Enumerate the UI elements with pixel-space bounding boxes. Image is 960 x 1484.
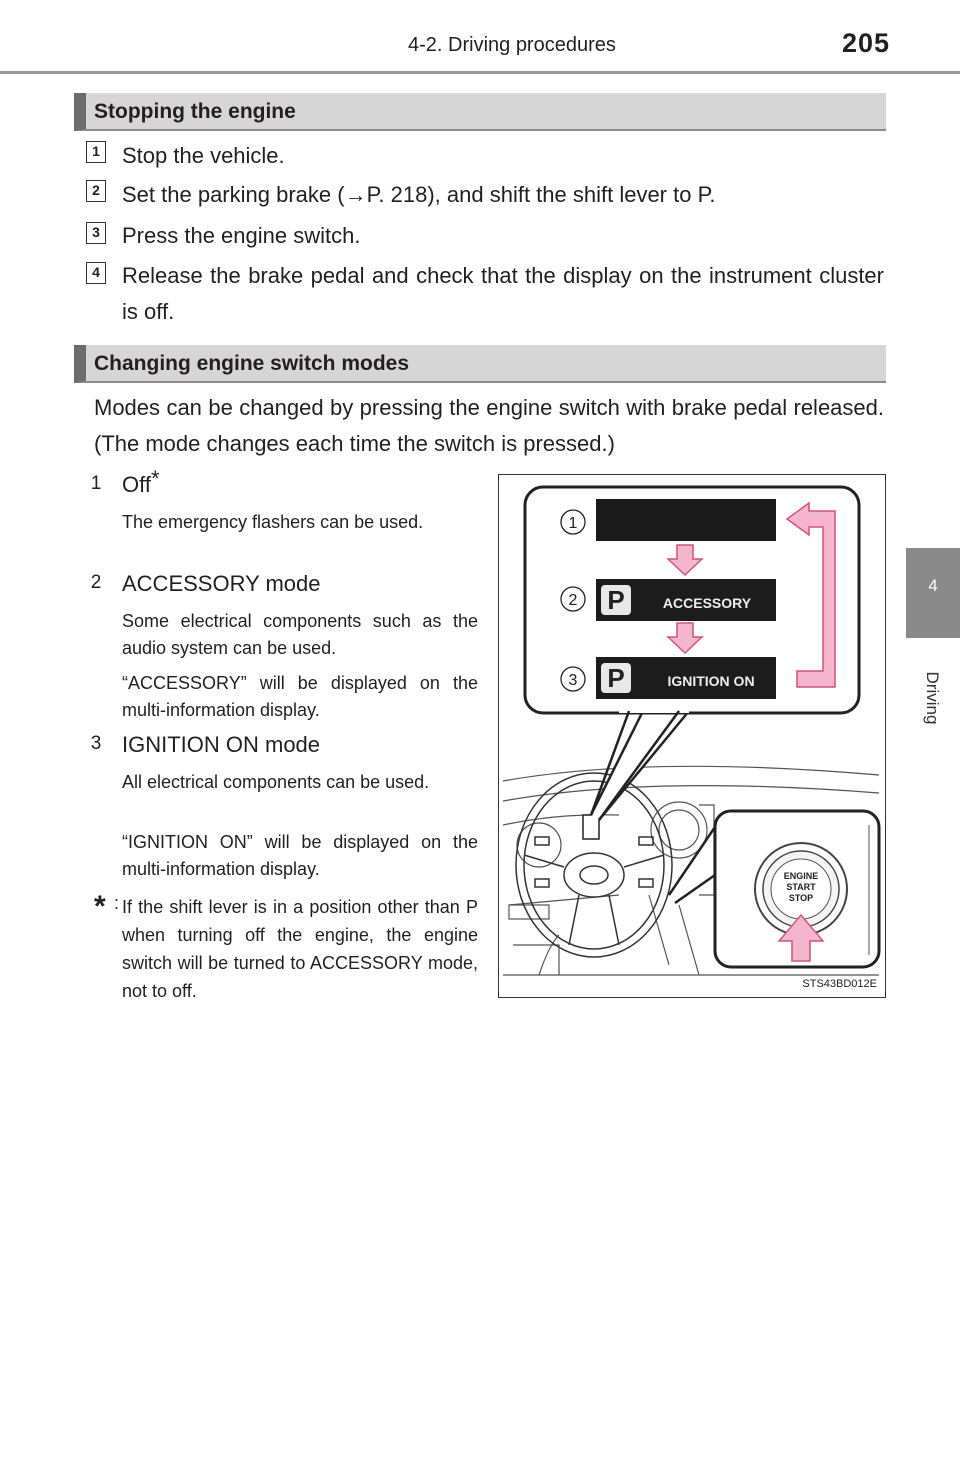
steering-wheel-illustration <box>515 772 673 958</box>
display-accessory: P ACCESSORY <box>596 579 776 621</box>
mode-desc-off: The emergency flashers can be used. <box>122 512 424 532</box>
step-text-4: Release the brake pedal and check that t… <box>122 263 884 324</box>
footnote-marker: * <box>150 466 160 491</box>
section-title: Stopping the engine <box>94 100 296 123</box>
step-text-2: Set the parking brake (→P. 218), and shi… <box>122 182 716 207</box>
mode-number-3: 3 <box>90 733 102 754</box>
figure-label-3-text: 3 <box>569 672 578 689</box>
chapter-number: 4 <box>928 576 938 595</box>
mode-title-accessory: ACCESSORY mode <box>122 571 321 596</box>
mode-title-ignition: IGNITION ON mode <box>122 732 321 757</box>
step-number-3: 3 <box>86 222 106 244</box>
cycle-return-arrow-icon <box>785 501 836 688</box>
step-text-1: Stop the vehicle. <box>122 143 285 168</box>
header-divider <box>0 71 960 74</box>
svg-text:START: START <box>786 882 816 892</box>
step-number-4: 4 <box>86 262 106 284</box>
chapter-tab <box>906 548 960 638</box>
press-arrow-icon <box>777 913 825 962</box>
step-text-3: Press the engine switch. <box>122 223 361 248</box>
page-number: 205 <box>842 28 891 58</box>
modes-intro: Modes can be changed by pressing the eng… <box>94 395 884 456</box>
svg-text:STOP: STOP <box>789 893 813 903</box>
svg-text:ENGINE: ENGINE <box>784 871 819 881</box>
mode-desc-accessory-1: Some electrical components such as the a… <box>122 611 478 658</box>
section-heading-stopping: Stopping the engine <box>74 93 886 131</box>
figure-label-1 <box>560 509 586 535</box>
mode-desc-ignition-2: “IGNITION ON” will be displayed on the m… <box>122 832 478 879</box>
svg-text:P: P <box>607 663 624 693</box>
chapter-label-container: Driving <box>912 650 952 750</box>
figure-illustration: P ACCESSORY P IGNITION ON 1 2 3 <box>502 485 881 990</box>
mode-desc-accessory-2: “ACCESSORY” will be displayed on the mul… <box>122 673 478 720</box>
figure-label-3 <box>560 666 586 692</box>
svg-text:P: P <box>607 585 624 615</box>
step-number-1: 1 <box>86 141 106 163</box>
display-ignition-on: P IGNITION ON <box>596 657 776 699</box>
cluster-display-marker <box>582 814 600 840</box>
engine-switch-figure: P ACCESSORY P IGNITION ON 1 2 3 <box>498 474 886 998</box>
section-title: Changing engine switch modes <box>94 352 410 375</box>
figure-label-2-text: 2 <box>569 592 578 609</box>
mode-desc-ignition-1: All electrical components can be used. <box>122 772 430 792</box>
svg-text:IGNITION ON: IGNITION ON <box>667 673 754 689</box>
footnote-star: * <box>94 890 106 923</box>
figure-label-2 <box>560 586 586 612</box>
step-number-2: 2 <box>86 180 106 202</box>
chapter-label: Driving <box>923 671 942 725</box>
svg-text:ACCESSORY: ACCESSORY <box>663 595 752 611</box>
down-arrow-icon <box>666 544 704 655</box>
header-section-title: 4-2. Driving procedures <box>408 34 616 56</box>
figure-code: STS43BD012E <box>802 978 877 990</box>
display-off <box>596 499 776 541</box>
mode-title-off: Off* <box>122 466 160 498</box>
mode-title-text: Off <box>122 472 151 497</box>
mode-number-2: 2 <box>90 572 102 593</box>
footnote-text: If the shift lever is in a position othe… <box>122 897 478 1001</box>
figure-label-1-text: 1 <box>569 515 578 532</box>
section-heading-modes: Changing engine switch modes <box>74 345 886 383</box>
footnote-colon: : <box>114 893 120 913</box>
mode-number-1: 1 <box>90 473 102 494</box>
